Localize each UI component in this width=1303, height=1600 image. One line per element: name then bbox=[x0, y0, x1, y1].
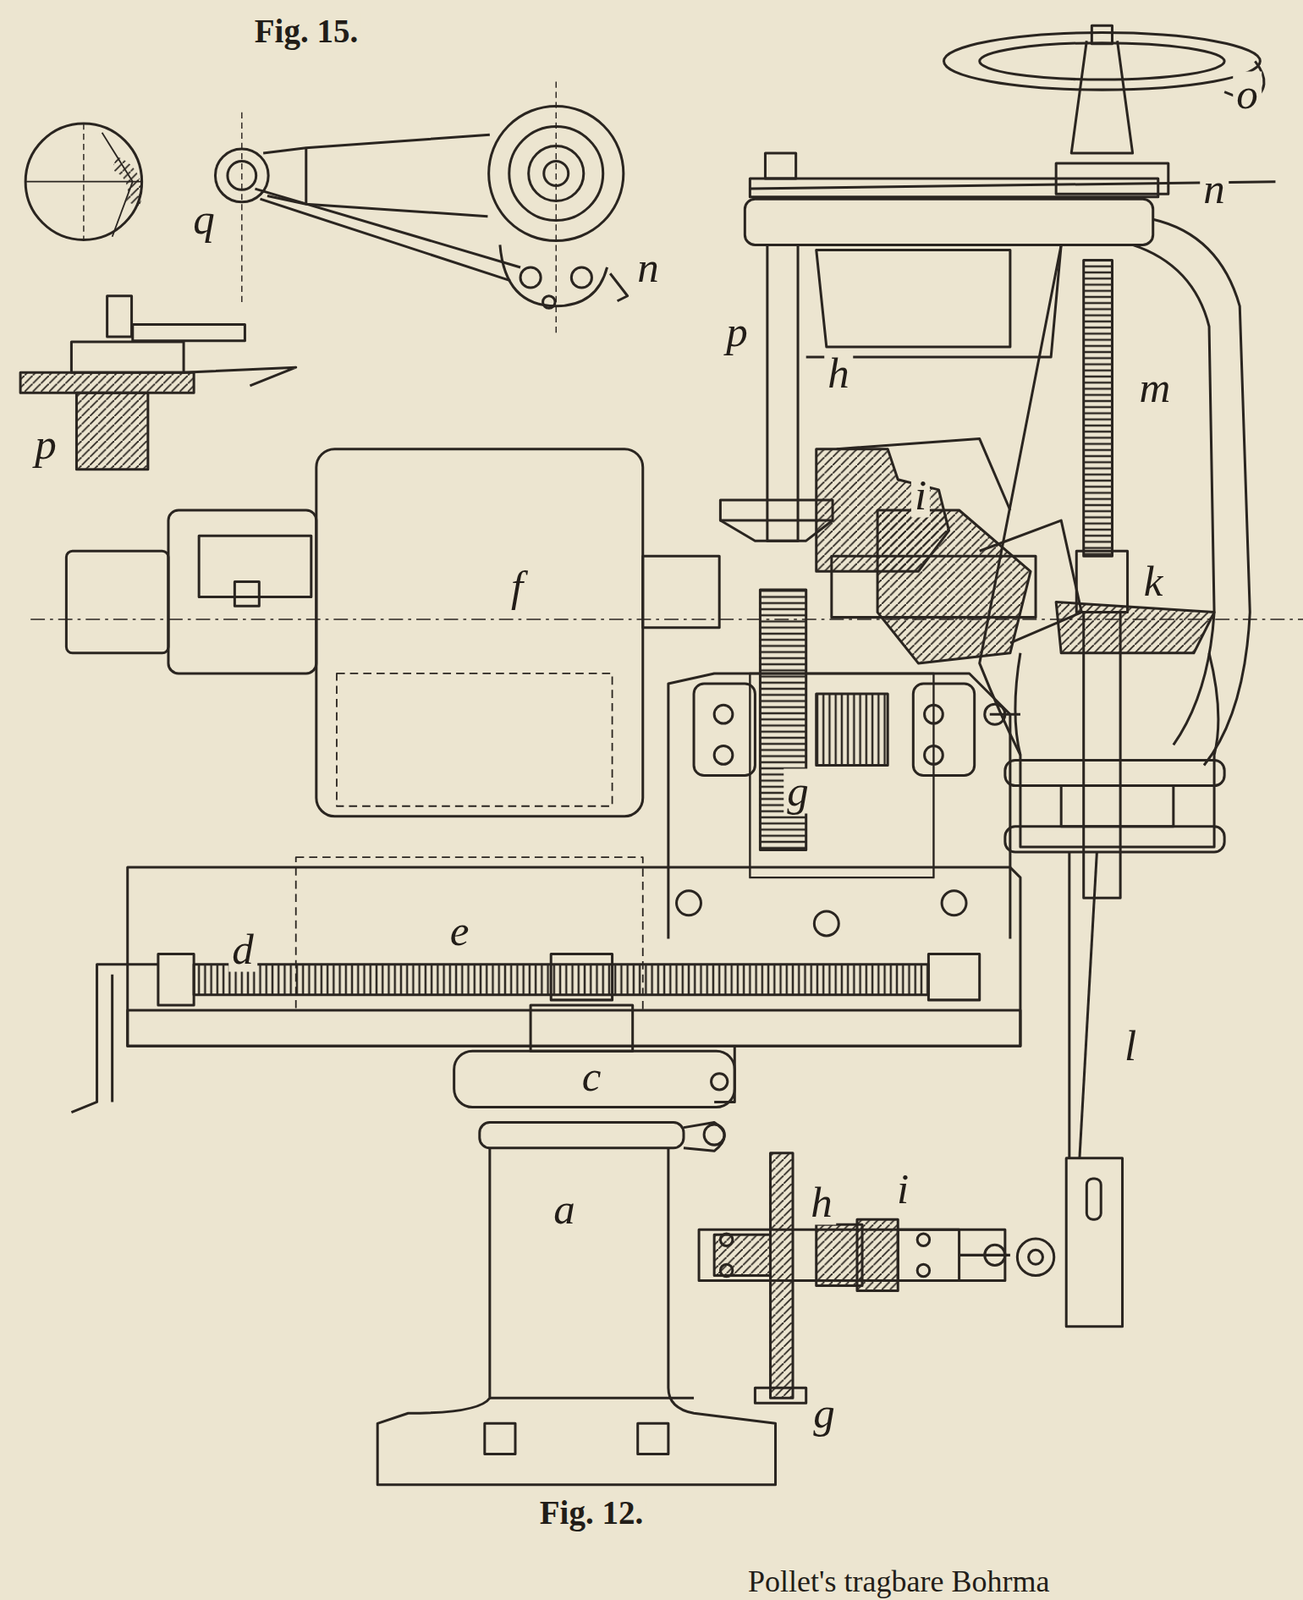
callout-letter: g bbox=[783, 769, 813, 814]
callout-letter: e bbox=[446, 908, 473, 954]
figure-caption: Fig. 15. bbox=[251, 13, 362, 49]
callout-letter: l bbox=[1121, 1023, 1140, 1069]
callout-letter: g bbox=[809, 1390, 839, 1436]
callout-letter: h bbox=[807, 1180, 836, 1226]
callout-letter: i bbox=[911, 472, 930, 518]
callout-letter: i bbox=[893, 1166, 913, 1212]
callout-letter: m bbox=[1136, 365, 1175, 411]
callout-letter: o bbox=[1232, 71, 1262, 117]
callout-letter: f bbox=[507, 564, 527, 610]
callout-letter: p bbox=[31, 422, 61, 468]
figure-caption: Pollet's tragbare Bohrma bbox=[744, 1565, 1053, 1598]
figure-caption: Fig. 12. bbox=[536, 1495, 647, 1530]
callout-letter: n bbox=[1199, 166, 1229, 212]
callout-letter: k bbox=[1140, 559, 1167, 605]
callout-letter: q bbox=[189, 197, 219, 242]
callout-letter: n bbox=[633, 245, 663, 291]
callout-letter: d bbox=[228, 927, 258, 973]
callout-letter: p bbox=[722, 309, 752, 355]
callout-letter: a bbox=[549, 1187, 579, 1232]
callout-letter: c bbox=[578, 1054, 605, 1100]
callout-letter: h bbox=[824, 351, 853, 396]
